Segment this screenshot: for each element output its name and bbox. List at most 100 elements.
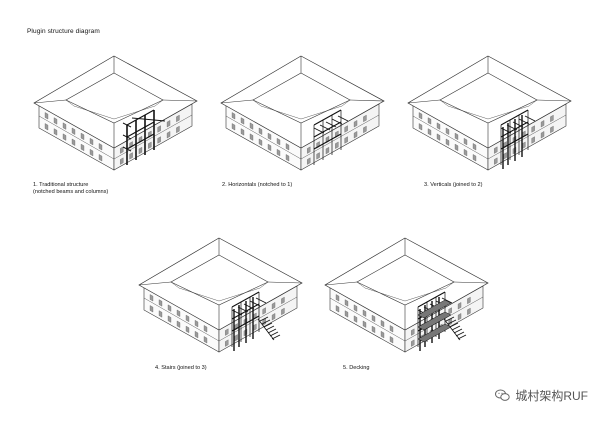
window bbox=[389, 336, 394, 344]
window bbox=[167, 315, 172, 323]
window bbox=[344, 310, 349, 318]
window bbox=[353, 315, 358, 323]
window bbox=[71, 127, 76, 135]
frame-beam bbox=[263, 322, 273, 328]
watermark: 城村架构RUF bbox=[495, 387, 588, 404]
deck-slab bbox=[417, 311, 452, 331]
window bbox=[203, 336, 208, 344]
window bbox=[53, 128, 58, 136]
frame-beam bbox=[337, 115, 349, 122]
floor-line-left bbox=[225, 115, 302, 160]
window bbox=[344, 125, 348, 133]
house-drawing-1 bbox=[33, 55, 198, 171]
window bbox=[203, 325, 208, 333]
window bbox=[418, 123, 423, 131]
window bbox=[185, 325, 190, 334]
window bbox=[445, 138, 450, 146]
window bbox=[225, 339, 229, 347]
floor-line-left bbox=[329, 297, 406, 342]
window bbox=[335, 294, 340, 302]
window bbox=[325, 146, 330, 155]
window bbox=[225, 328, 229, 336]
house-drawing-2 bbox=[220, 55, 385, 171]
window bbox=[335, 141, 339, 149]
window bbox=[176, 309, 181, 317]
window bbox=[185, 314, 190, 323]
window bbox=[380, 319, 385, 328]
window bbox=[540, 120, 545, 128]
frame-beam bbox=[126, 109, 155, 126]
caption-3: 3. Verticals (joined to 2) bbox=[424, 182, 483, 188]
window bbox=[267, 132, 272, 141]
stair-stringer bbox=[257, 318, 275, 341]
frame-beam bbox=[524, 115, 536, 122]
diagram-title: Plugin structure diagram bbox=[27, 28, 100, 35]
window bbox=[240, 128, 245, 136]
courtyard-wall bbox=[170, 281, 269, 302]
window bbox=[531, 136, 535, 144]
frame-beam bbox=[265, 325, 275, 331]
frame-beam bbox=[271, 334, 281, 340]
window bbox=[436, 133, 441, 141]
window bbox=[531, 125, 535, 133]
window bbox=[258, 138, 263, 146]
window bbox=[157, 136, 161, 144]
window bbox=[276, 148, 281, 157]
window bbox=[472, 143, 477, 151]
window bbox=[262, 307, 266, 315]
frame-beam bbox=[319, 124, 331, 131]
plugin-frame bbox=[500, 109, 536, 169]
window bbox=[120, 146, 124, 154]
window bbox=[353, 131, 358, 139]
window bbox=[44, 112, 49, 120]
window bbox=[371, 325, 376, 334]
roof-hip-line bbox=[349, 99, 385, 102]
caption-1: 1. Traditional structure (notched beams … bbox=[33, 182, 109, 195]
frame-beam bbox=[313, 109, 342, 126]
frame-beam bbox=[131, 117, 166, 122]
window bbox=[194, 330, 199, 339]
window bbox=[285, 143, 290, 151]
window bbox=[176, 125, 180, 134]
frame-beam bbox=[518, 118, 530, 125]
frame-beam bbox=[122, 134, 132, 140]
frame-beam bbox=[455, 331, 465, 337]
window bbox=[89, 148, 94, 157]
floor-line-left bbox=[38, 115, 115, 160]
window bbox=[176, 114, 180, 123]
window bbox=[335, 305, 340, 313]
frame-beam bbox=[269, 331, 279, 337]
window bbox=[176, 320, 181, 328]
panel-traditional-structure bbox=[31, 53, 201, 183]
frame-beam bbox=[255, 297, 267, 304]
window bbox=[454, 143, 459, 152]
window bbox=[316, 152, 320, 160]
house-drawing-3 bbox=[407, 55, 572, 171]
stair-stringer bbox=[443, 318, 461, 341]
window bbox=[472, 154, 477, 162]
frame-beam bbox=[451, 325, 461, 331]
window bbox=[240, 117, 245, 125]
roof-hip-line bbox=[453, 281, 489, 284]
window bbox=[411, 339, 415, 347]
window bbox=[362, 309, 367, 317]
window bbox=[194, 319, 199, 328]
window bbox=[149, 305, 154, 313]
roof-hip-line bbox=[162, 99, 198, 102]
window bbox=[80, 143, 85, 152]
frame-beam bbox=[325, 121, 337, 128]
window bbox=[157, 125, 161, 133]
window bbox=[158, 299, 163, 307]
roof-hip-line bbox=[138, 281, 172, 286]
window bbox=[98, 143, 103, 151]
window bbox=[281, 307, 285, 316]
wechat-icon bbox=[495, 389, 511, 401]
frame-beam bbox=[447, 319, 457, 325]
frame-beam bbox=[500, 109, 529, 126]
window bbox=[445, 127, 450, 135]
caption-2: 2. Horizontals (notched to 1) bbox=[222, 182, 293, 188]
window bbox=[380, 330, 385, 339]
floor-line-left bbox=[412, 115, 489, 160]
frame-beam bbox=[122, 146, 132, 152]
plugin-frame bbox=[231, 291, 281, 351]
